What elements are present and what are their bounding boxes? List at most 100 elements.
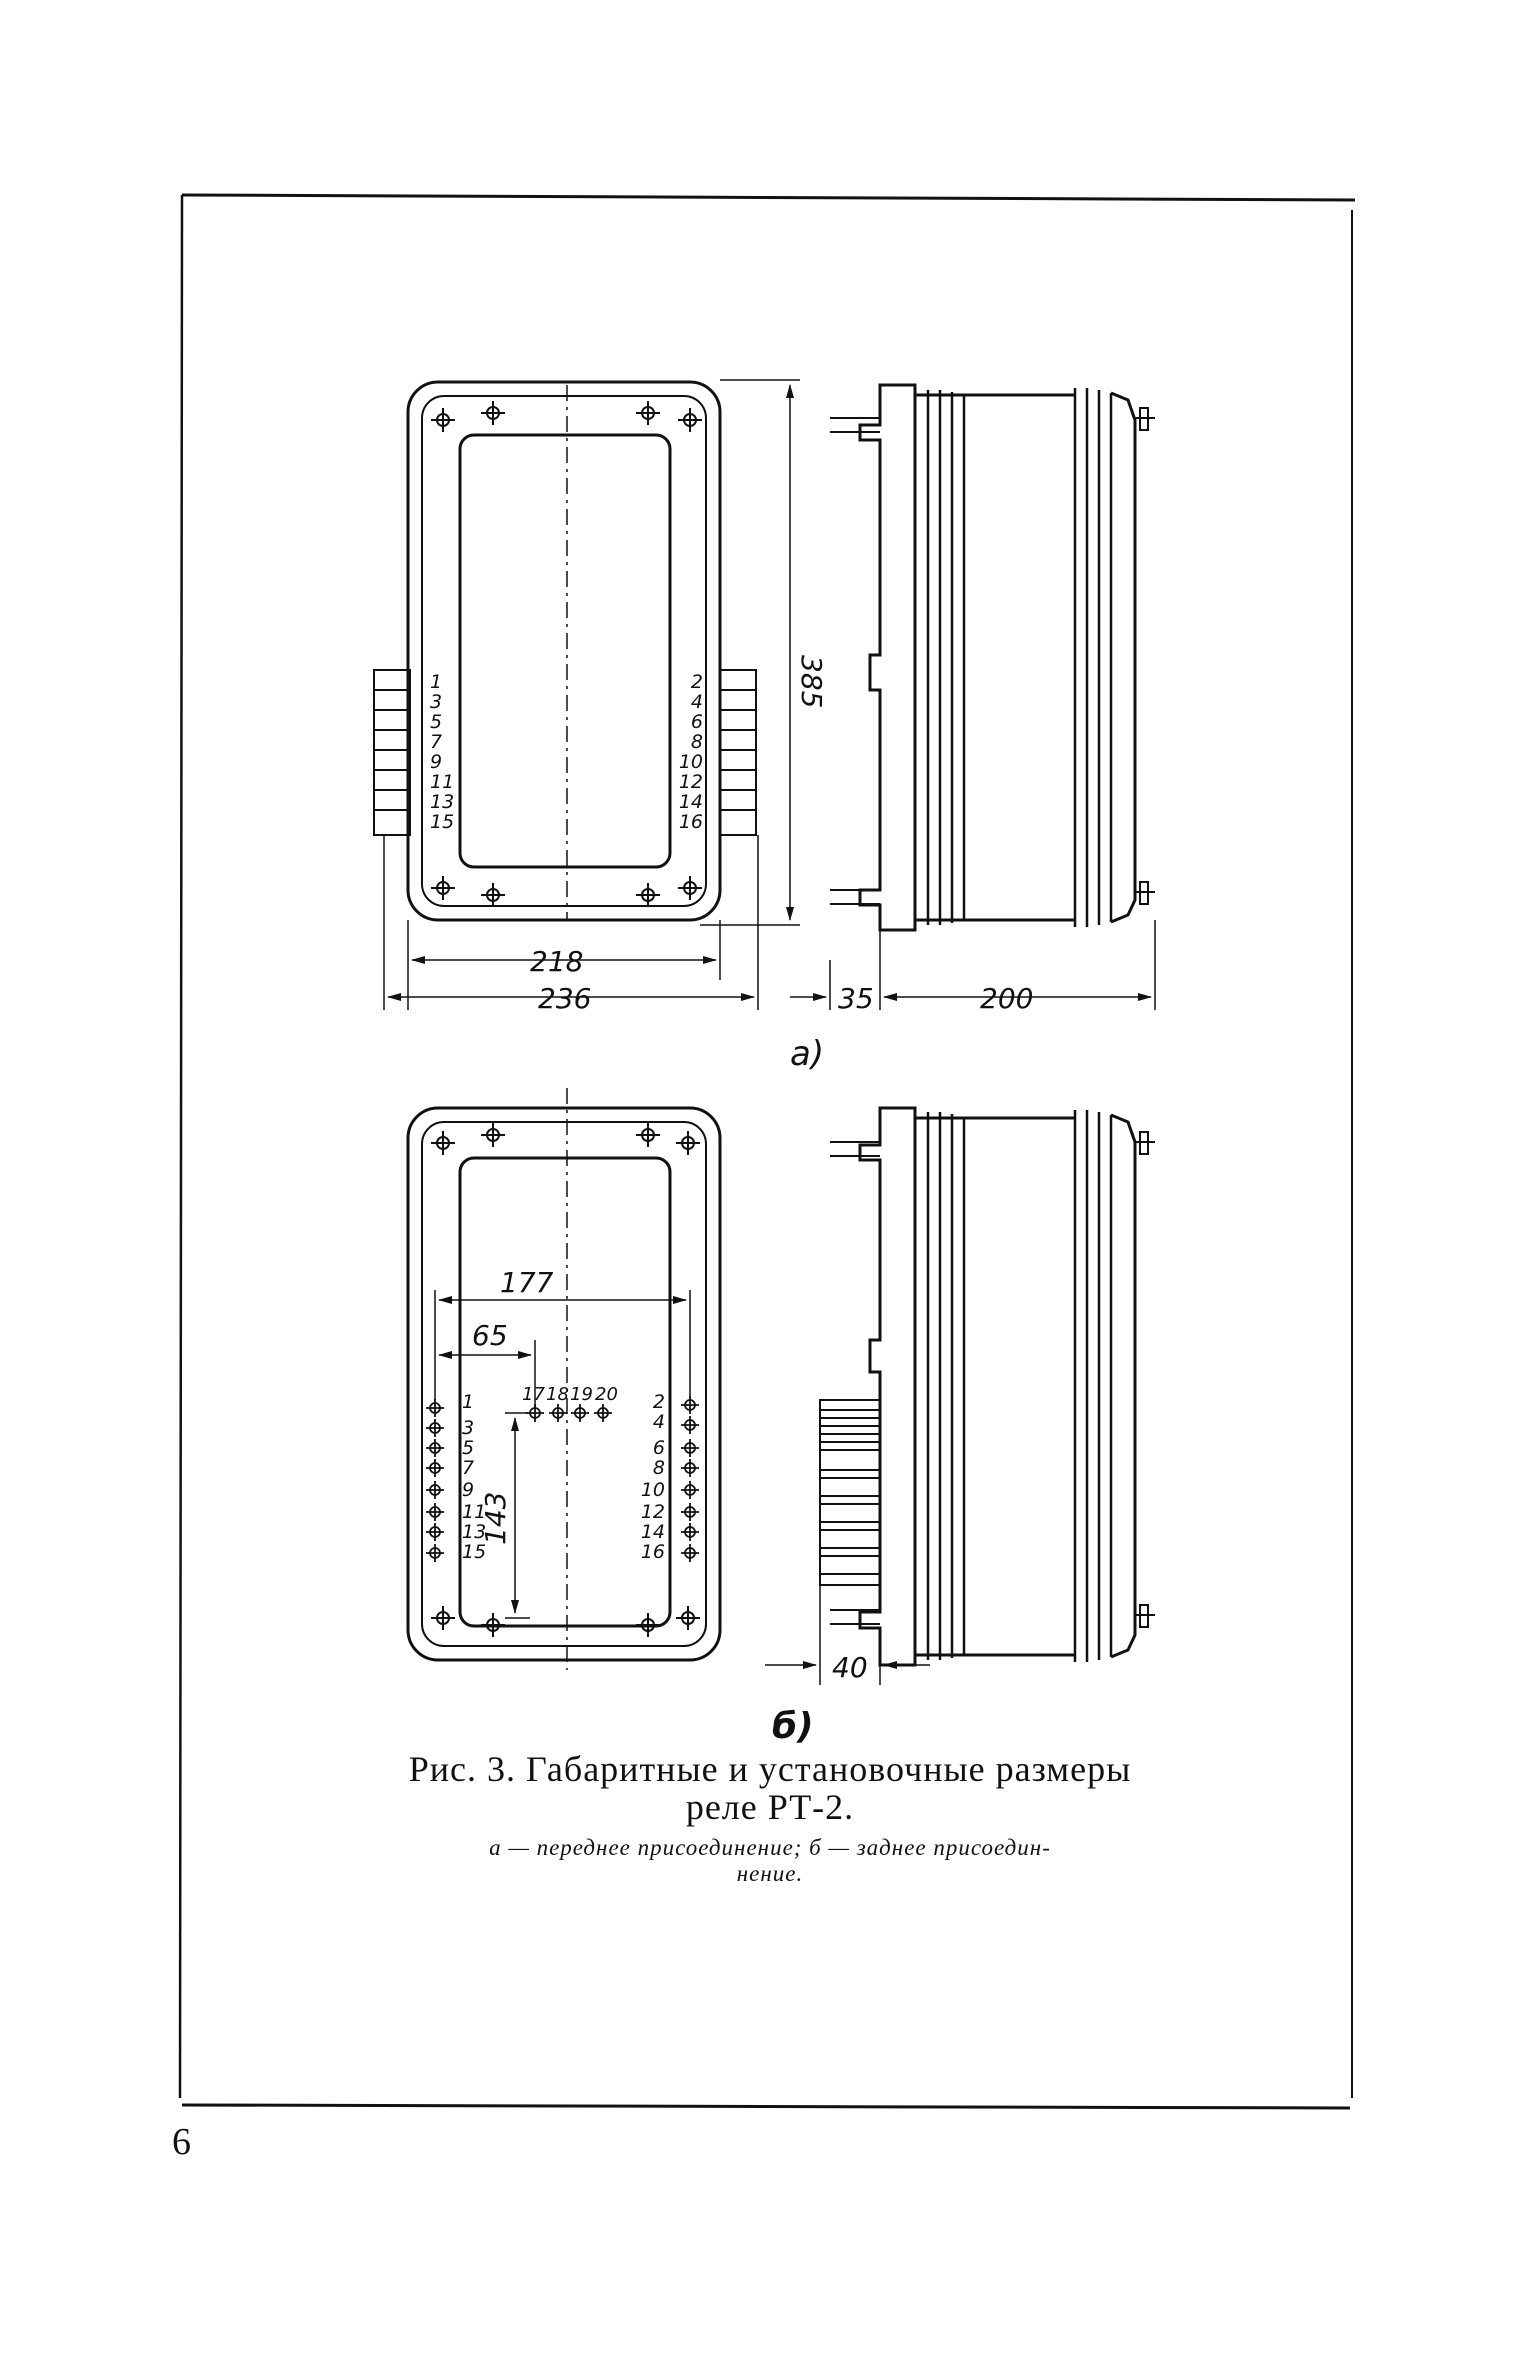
- side-view-b: [830, 1106, 1155, 1667]
- terminal-label: 7: [430, 731, 442, 753]
- terminal-hole-icon: [426, 1459, 444, 1477]
- terminal-label: 8: [691, 731, 703, 753]
- terminal-label: 15: [430, 811, 454, 833]
- terminal-label: 6: [691, 711, 703, 733]
- dim-rear-40: 40: [832, 1651, 868, 1684]
- terminal-hole-icon: [426, 1544, 444, 1562]
- terminal-hole-icon: [426, 1419, 444, 1437]
- terminal-label: 12: [679, 771, 703, 793]
- hole-icon: [431, 408, 455, 432]
- terminal-hole-icon: [681, 1523, 699, 1541]
- terminal-hole-icon: [681, 1481, 699, 1499]
- dim-outer-width-236: 236: [538, 982, 591, 1015]
- hole-icon: [636, 1613, 660, 1637]
- subcaption-line-2: нение.: [736, 1861, 804, 1886]
- terminal-label: 4: [653, 1411, 665, 1433]
- terminal-hole-icon: [426, 1439, 444, 1457]
- terminal-label: 7: [462, 1457, 474, 1479]
- terminal-hole-icon: [426, 1481, 444, 1499]
- terminal-label: 12: [641, 1501, 665, 1523]
- page-frame: [178, 193, 1356, 2110]
- figure-subcaption: а — переднее присоединение; б — заднее п…: [350, 1835, 1190, 1887]
- terminal-hole-icon: [426, 1399, 444, 1417]
- terminal-hole-icon: [681, 1544, 699, 1562]
- terminal-label: 3: [430, 691, 442, 713]
- terminal-labels-a-left: 1 3 5 7 9 11 13 15: [430, 671, 454, 833]
- terminal-label: 18: [546, 1384, 569, 1405]
- dimension-lines-b-rear: [765, 1585, 930, 1685]
- view-label-a: а): [790, 1034, 824, 1074]
- front-view-b: [406, 1088, 722, 1670]
- dimension-lines-b: [434, 1290, 691, 1619]
- terminal-labels-b-top: 17 18 19 20: [522, 1384, 618, 1405]
- terminal-studs-a: [373, 669, 757, 836]
- hole-icon: [481, 401, 505, 425]
- terminal-label: 17: [522, 1384, 545, 1405]
- terminal-hole-icon: [681, 1439, 699, 1457]
- terminal-label: 11: [462, 1501, 486, 1523]
- terminal-label: 6: [653, 1437, 665, 1459]
- terminal-label: 1: [430, 671, 442, 693]
- terminal-label: 2: [691, 671, 703, 693]
- front-view-a: [406, 380, 722, 922]
- terminal-labels-b-right: 2 4 6 8 10 12 14 16: [641, 1391, 665, 1563]
- terminal-label: 1: [462, 1391, 474, 1413]
- terminal-label: 15: [462, 1541, 486, 1563]
- dim-depth-200: 200: [980, 982, 1033, 1015]
- dim-offset-65: 65: [472, 1319, 508, 1352]
- terminal-label: 19: [570, 1384, 593, 1405]
- dim-height-385: 385: [795, 655, 828, 708]
- dim-inner-width-218: 218: [530, 945, 583, 978]
- terminal-hole-icon: [426, 1503, 444, 1521]
- mounting-holes-b: [431, 1123, 700, 1637]
- hole-icon: [481, 883, 505, 907]
- terminal-label: 10: [641, 1479, 665, 1501]
- terminal-label: 14: [641, 1521, 665, 1543]
- page-number: 6: [172, 2121, 191, 2163]
- caption-line-2: реле РТ-2.: [685, 1787, 855, 1827]
- terminal-label: 16: [679, 811, 703, 833]
- terminal-label: 13: [430, 791, 454, 813]
- terminal-label: 11: [430, 771, 454, 793]
- terminal-label: 5: [462, 1437, 474, 1459]
- terminal-hole-icon: [681, 1396, 699, 1414]
- terminal-label: 8: [653, 1457, 665, 1479]
- hole-icon: [431, 1606, 455, 1630]
- terminal-label: 4: [691, 691, 703, 713]
- terminal-hole-icon: [681, 1459, 699, 1477]
- terminal-label: 10: [679, 751, 703, 773]
- hole-icon: [431, 876, 455, 900]
- terminal-label: 13: [462, 1521, 486, 1543]
- hole-icon: [676, 1131, 700, 1155]
- hole-icon: [481, 1613, 505, 1637]
- hole-icon: [636, 401, 660, 425]
- hole-icon: [676, 1606, 700, 1630]
- hole-icon: [481, 1123, 505, 1147]
- terminal-hole-icon: [549, 1404, 567, 1422]
- side-view-a: [830, 383, 1155, 932]
- terminal-hole-icon: [681, 1503, 699, 1521]
- terminal-hole-icon: [571, 1404, 589, 1422]
- hole-icon: [678, 408, 702, 432]
- dim-hole-span-177: 177: [500, 1266, 554, 1299]
- terminal-label: 16: [641, 1541, 665, 1563]
- dim-flange-35: 35: [838, 982, 874, 1015]
- terminal-label: 14: [679, 791, 703, 813]
- terminal-label: 20: [595, 1384, 618, 1405]
- hole-icon: [636, 883, 660, 907]
- caption-line-1: Рис. 3. Габаритные и установочные размер…: [408, 1749, 1132, 1789]
- rear-terminals-b: [819, 1399, 881, 1586]
- mounting-holes-a: [431, 401, 702, 907]
- hole-icon: [431, 1131, 455, 1155]
- terminal-labels-a-right: 2 4 6 8 10 12 14 16: [679, 671, 703, 833]
- terminal-hole-icon: [681, 1416, 699, 1434]
- terminal-label: 5: [430, 711, 442, 733]
- terminal-holes-b: [426, 1396, 699, 1562]
- terminal-label: 9: [430, 751, 442, 773]
- figure-caption: Рис. 3. Габаритные и установочные размер…: [340, 1750, 1200, 1826]
- terminal-labels-b-left: 1 3 5 7 9 11 13 15: [462, 1391, 486, 1563]
- terminal-label: 9: [462, 1479, 474, 1501]
- hole-icon: [636, 1123, 660, 1147]
- dimension-lines-a: [383, 379, 1156, 1010]
- terminal-label: 3: [462, 1417, 474, 1439]
